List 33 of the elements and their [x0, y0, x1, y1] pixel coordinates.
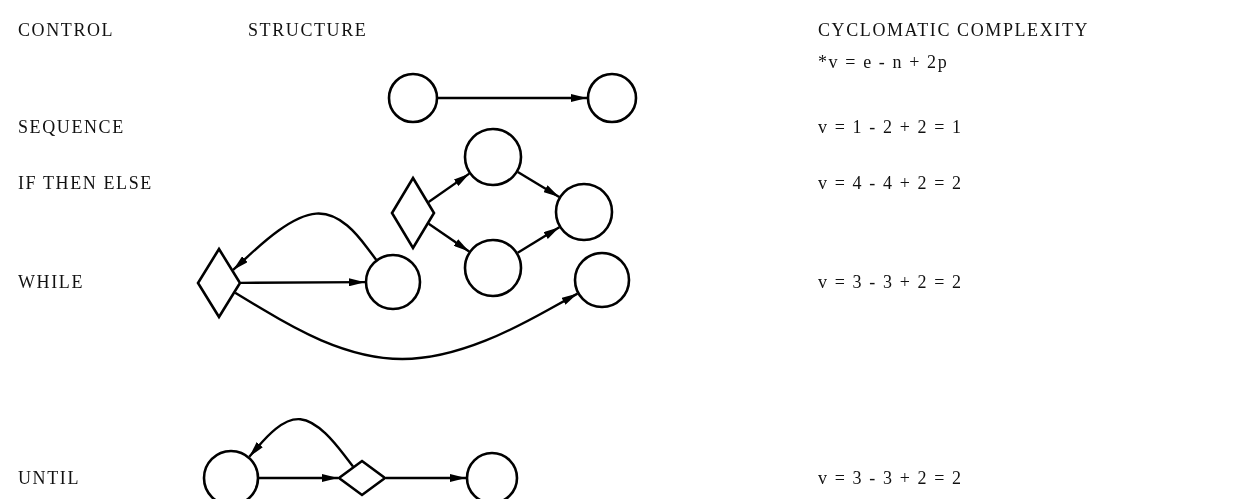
- flow-circle: [575, 253, 629, 307]
- decision-diamond: [392, 178, 434, 248]
- row-label: SEQUENCE: [18, 117, 125, 137]
- text-label: *v = e - n + 2p: [818, 52, 949, 72]
- arrow: [232, 212, 378, 271]
- decision-diamond: [198, 249, 240, 317]
- arrow: [438, 94, 587, 102]
- arrow: [386, 474, 466, 482]
- flow-circle: [556, 184, 612, 240]
- arrow: [517, 170, 560, 199]
- arrow: [427, 172, 470, 204]
- flow-circle: [465, 129, 521, 185]
- row-label: WHILE: [18, 272, 84, 292]
- text-label: v = 4 - 4 + 2 = 2: [818, 173, 963, 193]
- arrow: [428, 222, 470, 253]
- text-label: CONTROL: [18, 20, 115, 40]
- flow-circle: [389, 74, 437, 122]
- row-label: UNTIL: [18, 468, 80, 488]
- text-label: v = 3 - 3 + 2 = 2: [818, 272, 963, 292]
- arrow: [517, 226, 560, 254]
- text-label: v = 1 - 2 + 2 = 1: [818, 117, 963, 137]
- text-label: CYCLOMATIC COMPLEXITY: [818, 20, 1090, 40]
- text-label: v = 3 - 3 + 2 = 2: [818, 468, 963, 488]
- flow-circle: [366, 255, 420, 309]
- flow-circle: [465, 240, 521, 296]
- decision-diamond: [339, 461, 385, 495]
- text-label: STRUCTURE: [248, 20, 368, 40]
- flow-circle: [588, 74, 636, 122]
- row-label: IF THEN ELSE: [18, 173, 153, 193]
- arrow: [259, 474, 338, 482]
- arrow: [240, 278, 365, 287]
- arrow: [248, 418, 354, 468]
- arrow: [234, 291, 579, 361]
